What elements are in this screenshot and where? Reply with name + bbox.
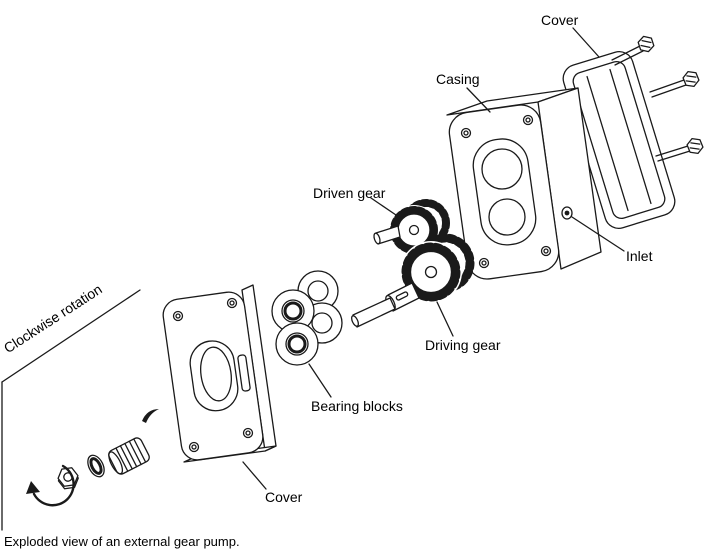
leader-cover-top bbox=[572, 27, 600, 58]
driving-gear-drawing bbox=[351, 233, 475, 328]
leader-lines bbox=[242, 27, 625, 490]
label-cover-top: Cover bbox=[541, 12, 579, 28]
leader-driven-gear bbox=[370, 197, 397, 216]
label-inlet: Inlet bbox=[626, 248, 653, 264]
figure-caption: Exploded view of an external gear pump. bbox=[4, 534, 240, 549]
label-casing: Casing bbox=[436, 71, 480, 87]
washer-drawing bbox=[87, 454, 105, 478]
label-driving-gear: Driving gear bbox=[425, 337, 501, 353]
bolt-head-icon bbox=[686, 137, 704, 155]
leader-cover-bottom bbox=[242, 461, 267, 490]
label-driven-gear: Driven gear bbox=[313, 185, 386, 201]
seal-cap-drawing bbox=[108, 437, 150, 475]
woodruff-key-drawing bbox=[142, 409, 159, 423]
rotation-callout-lines bbox=[1, 289, 141, 531]
label-bearing-blocks: Bearing blocks bbox=[311, 398, 403, 414]
leader-inlet bbox=[571, 216, 625, 252]
label-cover-bottom: Cover bbox=[265, 489, 303, 505]
casing-drawing bbox=[446, 87, 602, 280]
bearing-blocks-drawing bbox=[271, 270, 343, 366]
bolt-head-icon bbox=[682, 70, 700, 88]
rotation-arrow-icon bbox=[26, 464, 75, 507]
leader-casing bbox=[466, 87, 491, 113]
leader-driving-gear bbox=[436, 301, 454, 337]
leader-bearing-blocks bbox=[308, 363, 332, 398]
bolt-head-icon bbox=[637, 35, 655, 53]
front-cover-drawing bbox=[162, 284, 277, 463]
inlet-port bbox=[561, 206, 573, 220]
